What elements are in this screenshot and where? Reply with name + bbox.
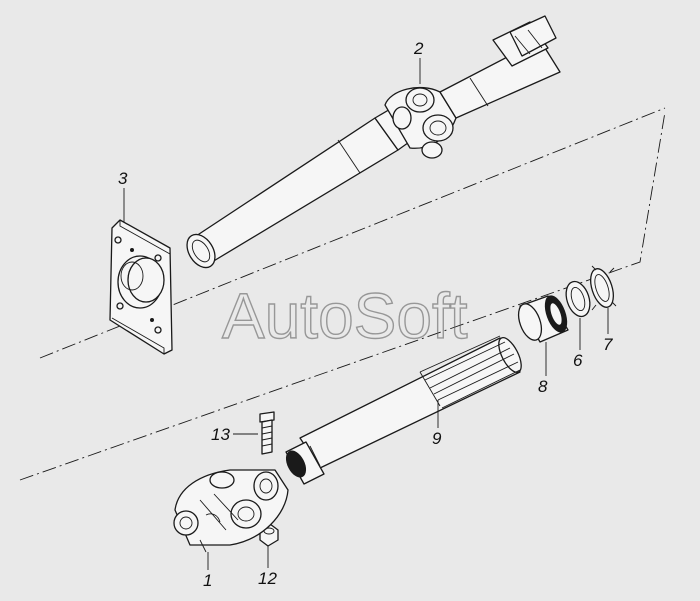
sleeve bbox=[517, 295, 569, 343]
callout-12: 12 bbox=[258, 569, 277, 588]
callout-8: 8 bbox=[538, 377, 548, 396]
watermark-text: AutoSoft bbox=[222, 280, 468, 352]
flange-plate bbox=[109, 219, 173, 355]
lock-washer bbox=[590, 265, 617, 311]
axis-line-upper bbox=[39, 107, 666, 359]
splined-shaft bbox=[285, 335, 522, 485]
callout-9: 9 bbox=[432, 429, 442, 448]
callout-3: 3 bbox=[118, 169, 128, 188]
leader-lines bbox=[123, 58, 609, 570]
bolt bbox=[259, 411, 275, 455]
axis-line-lower bbox=[19, 111, 666, 481]
lower-universal-joint bbox=[173, 469, 289, 553]
callout-7: 7 bbox=[603, 335, 613, 354]
callout-13: 13 bbox=[211, 425, 230, 444]
callout-1: 1 bbox=[203, 571, 212, 590]
seal-ring bbox=[565, 280, 591, 318]
callout-6: 6 bbox=[573, 351, 583, 370]
callout-2: 2 bbox=[413, 39, 424, 58]
upper-cardan-shaft bbox=[186, 15, 561, 269]
